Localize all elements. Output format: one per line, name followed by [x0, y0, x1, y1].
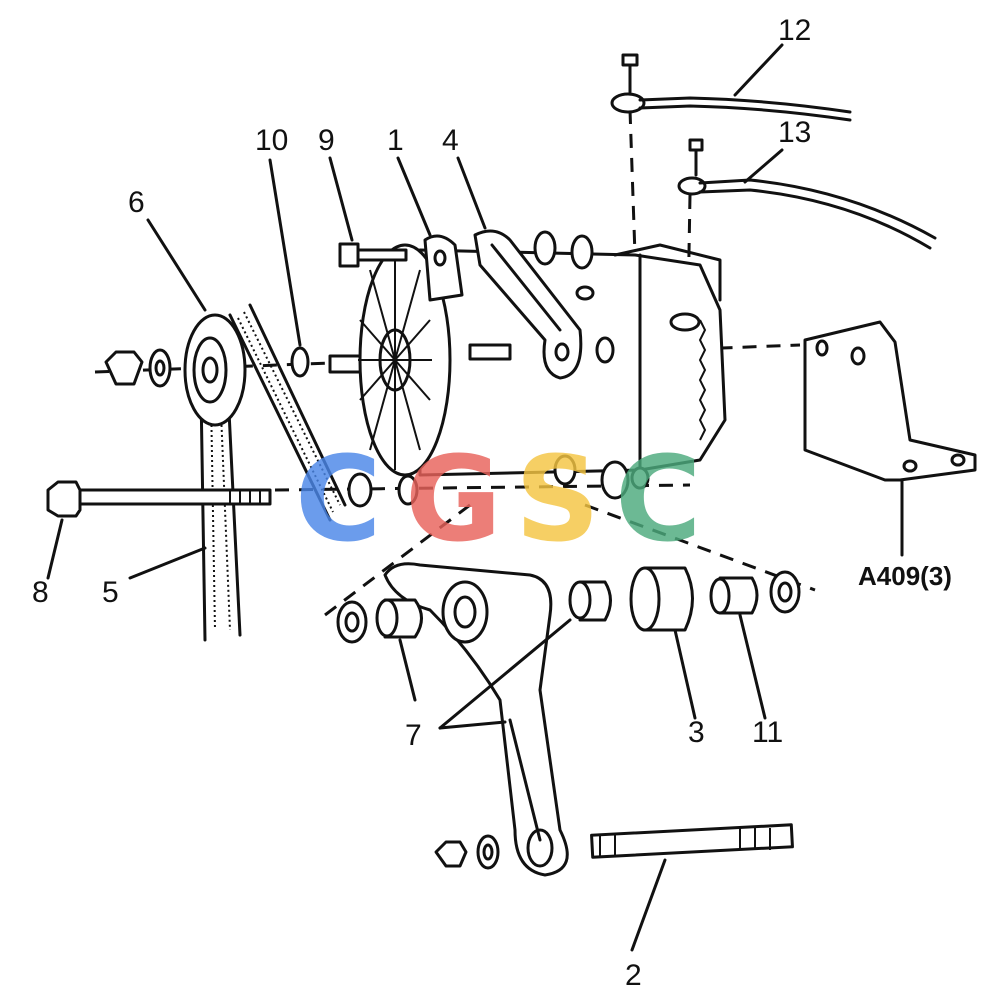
cable-13 [677, 138, 937, 250]
mounting-bolt-9 [338, 242, 408, 268]
callout-10: 10 [255, 124, 288, 157]
callout-11: 11 [752, 716, 783, 749]
callout-5: 5 [102, 576, 119, 609]
callout-9: 9 [318, 124, 335, 157]
callout-13: 13 [778, 116, 811, 149]
bushings [336, 566, 801, 644]
callout-6: 6 [128, 186, 145, 219]
terminal-nuts [533, 230, 594, 270]
callout-3: 3 [688, 716, 705, 749]
watermark: C G S C [295, 430, 702, 568]
watermark-letter-s: S [515, 430, 600, 568]
watermark-letter-g: G [405, 430, 502, 568]
adjusting-bracket [423, 229, 583, 380]
reference-code: A409(3) [858, 561, 952, 591]
callout-12: 12 [778, 14, 811, 47]
watermark-letter-c1: C [295, 430, 382, 568]
pivot-bolt-8 [46, 480, 272, 518]
fan-belt [198, 303, 347, 642]
callout-7: 7 [405, 719, 422, 752]
support-arm [383, 562, 569, 877]
pivot-spacers [347, 454, 650, 508]
leader-lines [46, 43, 904, 952]
callout-2: 2 [625, 959, 642, 992]
callout-8: 8 [32, 576, 49, 609]
pulley [183, 313, 247, 427]
callouts: 1 2 3 4 5 6 7 8 9 10 11 12 13 A409(3) [32, 14, 952, 992]
cable-12 [610, 53, 852, 122]
mounting-bracket [803, 320, 977, 482]
callout-4: 4 [442, 124, 459, 157]
callout-1: 1 [387, 124, 404, 157]
adjusting-stud-2 [434, 823, 794, 870]
watermark-letter-c2: C [615, 430, 702, 568]
